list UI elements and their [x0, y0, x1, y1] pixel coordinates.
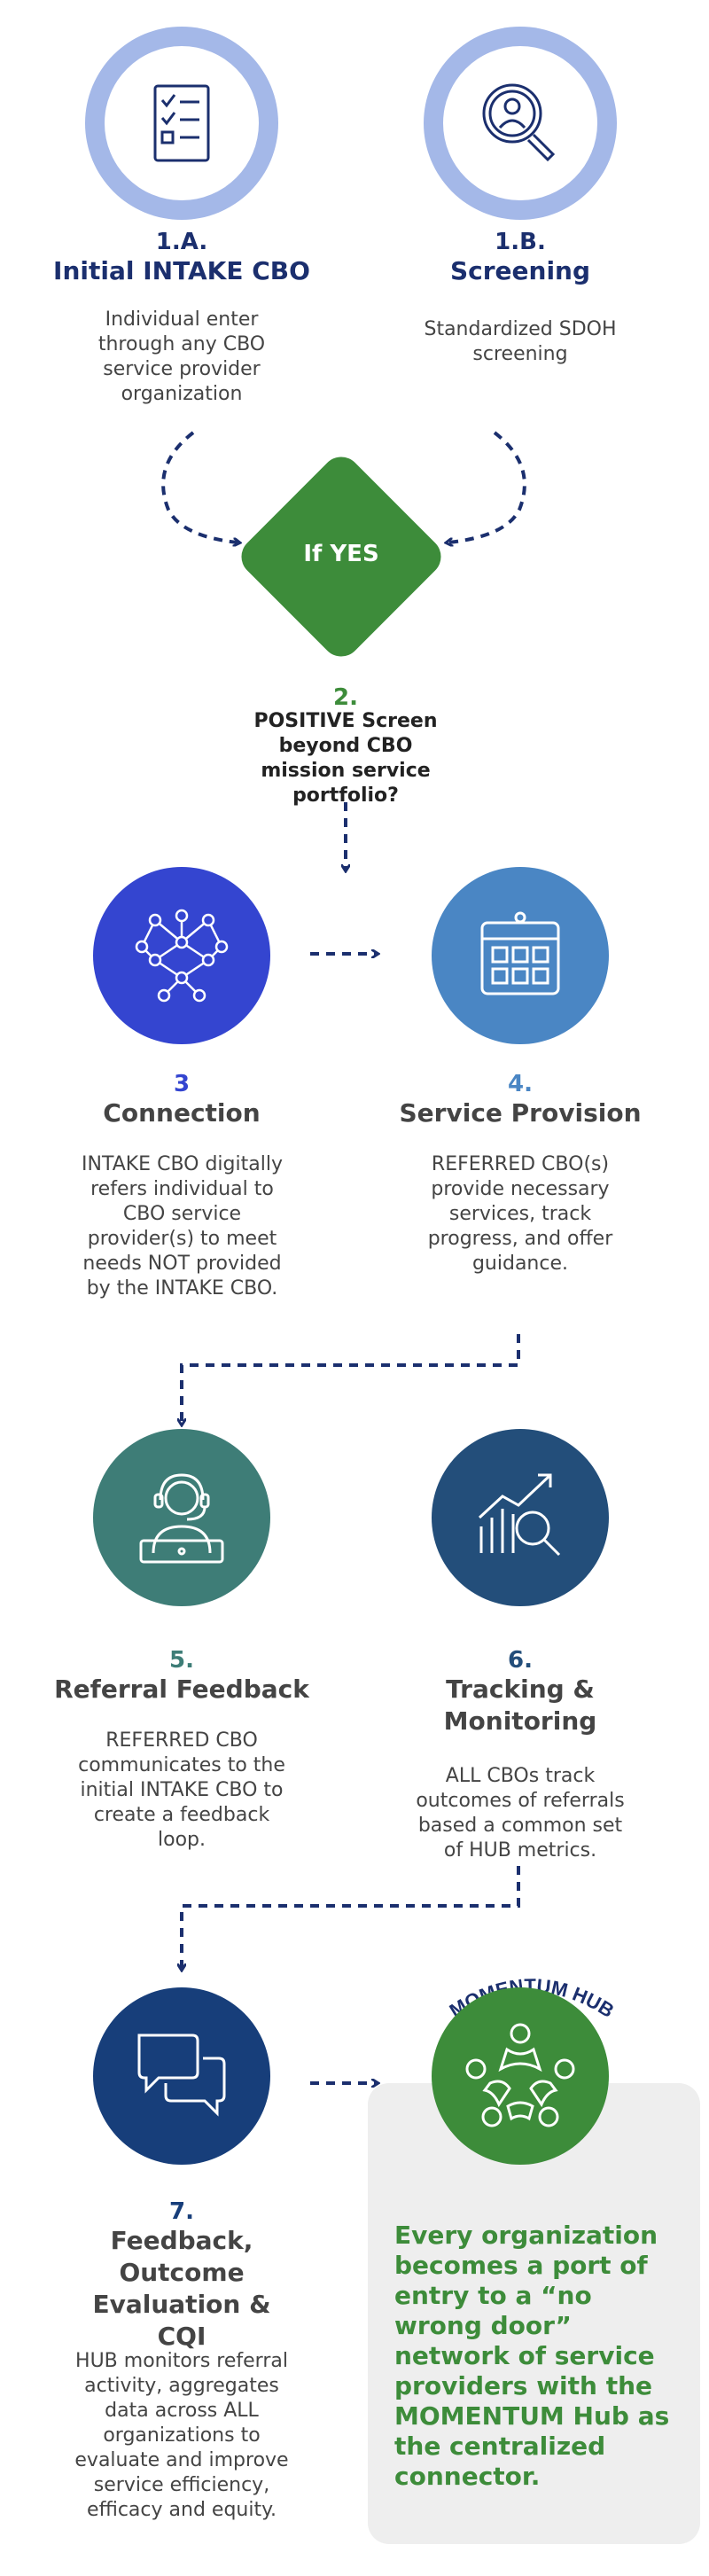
step-1a-circle: [85, 27, 278, 220]
step-6-number: 6.: [508, 1647, 533, 1674]
step-6-circle: [432, 1429, 609, 1606]
step-4-title: Service Provision: [399, 1098, 642, 1128]
calendar-icon: [480, 911, 560, 995]
step-1a-desc: Individual enter through any CBO service…: [97, 308, 266, 405]
step-5-desc: REFERRED CBO communicates to the initial…: [78, 1729, 285, 1851]
arrow-4-to-5: [182, 1334, 520, 1423]
step-6-title: Tracking & Monitoring: [443, 1674, 597, 1736]
people-circle-icon: [465, 2023, 575, 2127]
step-4-circle: [432, 867, 609, 1044]
network-icon: [135, 909, 229, 1003]
checklist-icon: [153, 84, 210, 162]
step-1b-circle: [424, 27, 617, 220]
step-7-number: 7.: [169, 2198, 194, 2225]
magnifier-person-icon: [482, 83, 556, 162]
step-3-number: 3: [173, 1071, 191, 1097]
step-1b-title: Screening: [449, 256, 591, 285]
step-6-desc: ALL CBOs track outcomes of referrals bas…: [416, 1765, 625, 1862]
step-7-desc: HUB monitors referral activity, aggregat…: [74, 2350, 289, 2521]
arrow-1b-to-decision: [448, 431, 526, 543]
arrow-1a-to-decision: [161, 431, 238, 543]
chat-bubbles-icon: [137, 2033, 226, 2117]
headset-agent-icon: [139, 1473, 224, 1564]
step-5-title: Referral Feedback: [54, 1674, 309, 1704]
step-2-number: 2.: [333, 684, 358, 711]
step-1b-desc: Standardized SDOH screening: [424, 318, 617, 365]
step-1a-number: 1.A.: [155, 229, 208, 255]
step-3-circle: [93, 867, 270, 1044]
step-2-desc: POSITIVE Screen beyond CBO mission servi…: [253, 710, 438, 807]
step-3-desc: INTAKE CBO digitally refers individual t…: [82, 1153, 283, 1300]
step-5-circle: [93, 1429, 270, 1606]
chart-magnifier-icon: [478, 1473, 561, 1557]
step-4-number: 4.: [508, 1071, 533, 1097]
decision-label: If YES: [303, 541, 379, 567]
hub-text: Every organization becomes a port of ent…: [394, 2221, 670, 2491]
step-4-desc: REFERRED CBO(s) provide necessary servic…: [427, 1153, 613, 1275]
arrow-6-to-7: [182, 1866, 520, 1968]
step-1b-number: 1.B.: [495, 229, 546, 255]
step-3-title: Connection: [103, 1098, 261, 1128]
step-7-circle: [93, 1987, 270, 2165]
step-1a-title: Initial INTAKE CBO: [53, 256, 310, 285]
step-7-title: Feedback, Outcome Evaluation & CQI: [92, 2226, 271, 2351]
step-5-number: 5.: [169, 1647, 194, 1674]
hub-circle: [432, 1987, 609, 2165]
